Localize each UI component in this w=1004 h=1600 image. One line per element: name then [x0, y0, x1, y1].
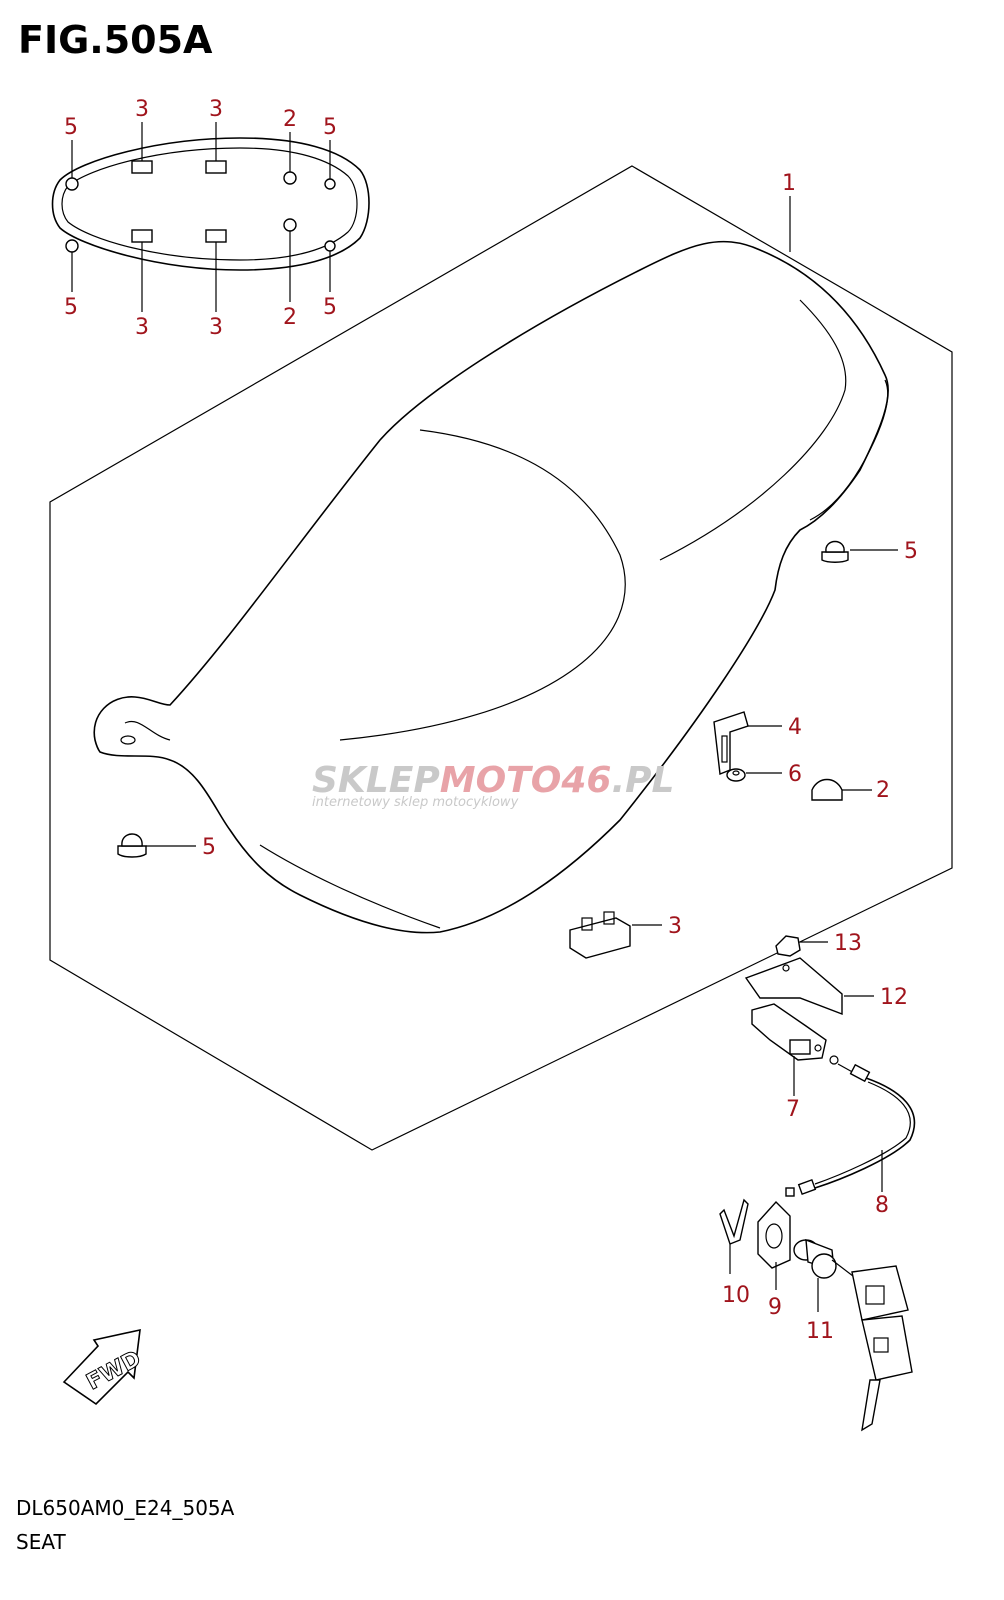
- latch-icon: [751, 1003, 827, 1061]
- svg-text:SKLEPMOTO46.PL: SKLEPMOTO46.PL: [312, 760, 674, 801]
- figure-title: FIG.505A: [18, 18, 213, 62]
- callout-label: 3: [668, 914, 682, 939]
- callout-label: 3: [209, 315, 223, 340]
- assembly-boundary: [49, 165, 953, 1151]
- fwd-label: FWD: [83, 1346, 146, 1395]
- cushion-grommet-icon: [811, 778, 843, 801]
- watermark-tagline: internetowy sklep motocyklowy: [312, 795, 519, 810]
- cushion-marker-icon: [283, 171, 297, 185]
- watermark-brand-accent: MOTO: [440, 760, 562, 801]
- lock-plate-icon: [744, 957, 843, 1016]
- cushion-marker-icon: [283, 218, 297, 232]
- watermark-brand-domain: .PL: [611, 760, 674, 801]
- callout-label: 5: [323, 295, 337, 320]
- callout-label: 5: [64, 295, 78, 320]
- clamp-icon: [719, 1198, 749, 1274]
- callout-label: 10: [722, 1283, 750, 1308]
- cushion-right-icon: [821, 540, 849, 563]
- callout-label: 8: [875, 1193, 889, 1218]
- seat-clip-icon: [569, 911, 631, 959]
- section-name: SEAT: [16, 1530, 66, 1554]
- clip-marker-icon: [131, 229, 153, 243]
- callout-label: 3: [209, 97, 223, 122]
- grommet-marker-icon: [65, 177, 79, 191]
- cable-icon: [785, 1055, 916, 1197]
- cushion-left-icon: [117, 833, 147, 858]
- callout-label: 11: [806, 1319, 834, 1344]
- watermark: SKLEPMOTO46.PL internetowy sklep motocyk…: [312, 760, 674, 810]
- callout-label: 3: [135, 315, 149, 340]
- inset-callouts-bottom: 5 3 3 2 5: [64, 295, 337, 340]
- callout-label: 6: [788, 762, 802, 787]
- callout-label: 5: [64, 115, 78, 140]
- callout-label: 2: [876, 778, 890, 803]
- drawing-code: DL650AM0_E24_505A: [16, 1496, 235, 1520]
- callout-label: 3: [135, 97, 149, 122]
- clip-marker-icon: [205, 229, 227, 243]
- clip-marker-icon: [205, 160, 227, 174]
- watermark-brand-number: 46: [560, 760, 611, 801]
- callout-label: 7: [786, 1097, 800, 1122]
- bracket-icon: [713, 711, 749, 775]
- callout-label: 5: [904, 539, 918, 564]
- callout-label: 9: [768, 1295, 782, 1320]
- callout-label: 1: [782, 171, 796, 196]
- seat-drawing: [93, 240, 889, 934]
- watermark-brand: SKLEP: [312, 760, 440, 801]
- seat-base-inset: [51, 122, 370, 312]
- grommet-marker-icon: [65, 239, 79, 253]
- callout-label: 5: [323, 115, 337, 140]
- callout-label: 2: [283, 305, 297, 330]
- clip-marker-icon: [131, 160, 153, 174]
- key-lock-icon: [793, 1238, 913, 1432]
- washer-icon: [726, 768, 746, 782]
- callout-label: 12: [880, 985, 908, 1010]
- callout-label: 4: [788, 715, 802, 740]
- callout-label: 5: [202, 835, 216, 860]
- grommet-marker-icon: [324, 178, 336, 190]
- holder-icon: [757, 1200, 791, 1290]
- inset-callouts-top: 5 3 3 2 5: [64, 97, 337, 140]
- grommet-marker-icon: [324, 240, 336, 252]
- fwd-arrow-icon: FWD: [62, 1328, 146, 1406]
- nut-icon: [775, 935, 801, 957]
- callout-label: 2: [283, 107, 297, 132]
- callout-label: 13: [834, 931, 862, 956]
